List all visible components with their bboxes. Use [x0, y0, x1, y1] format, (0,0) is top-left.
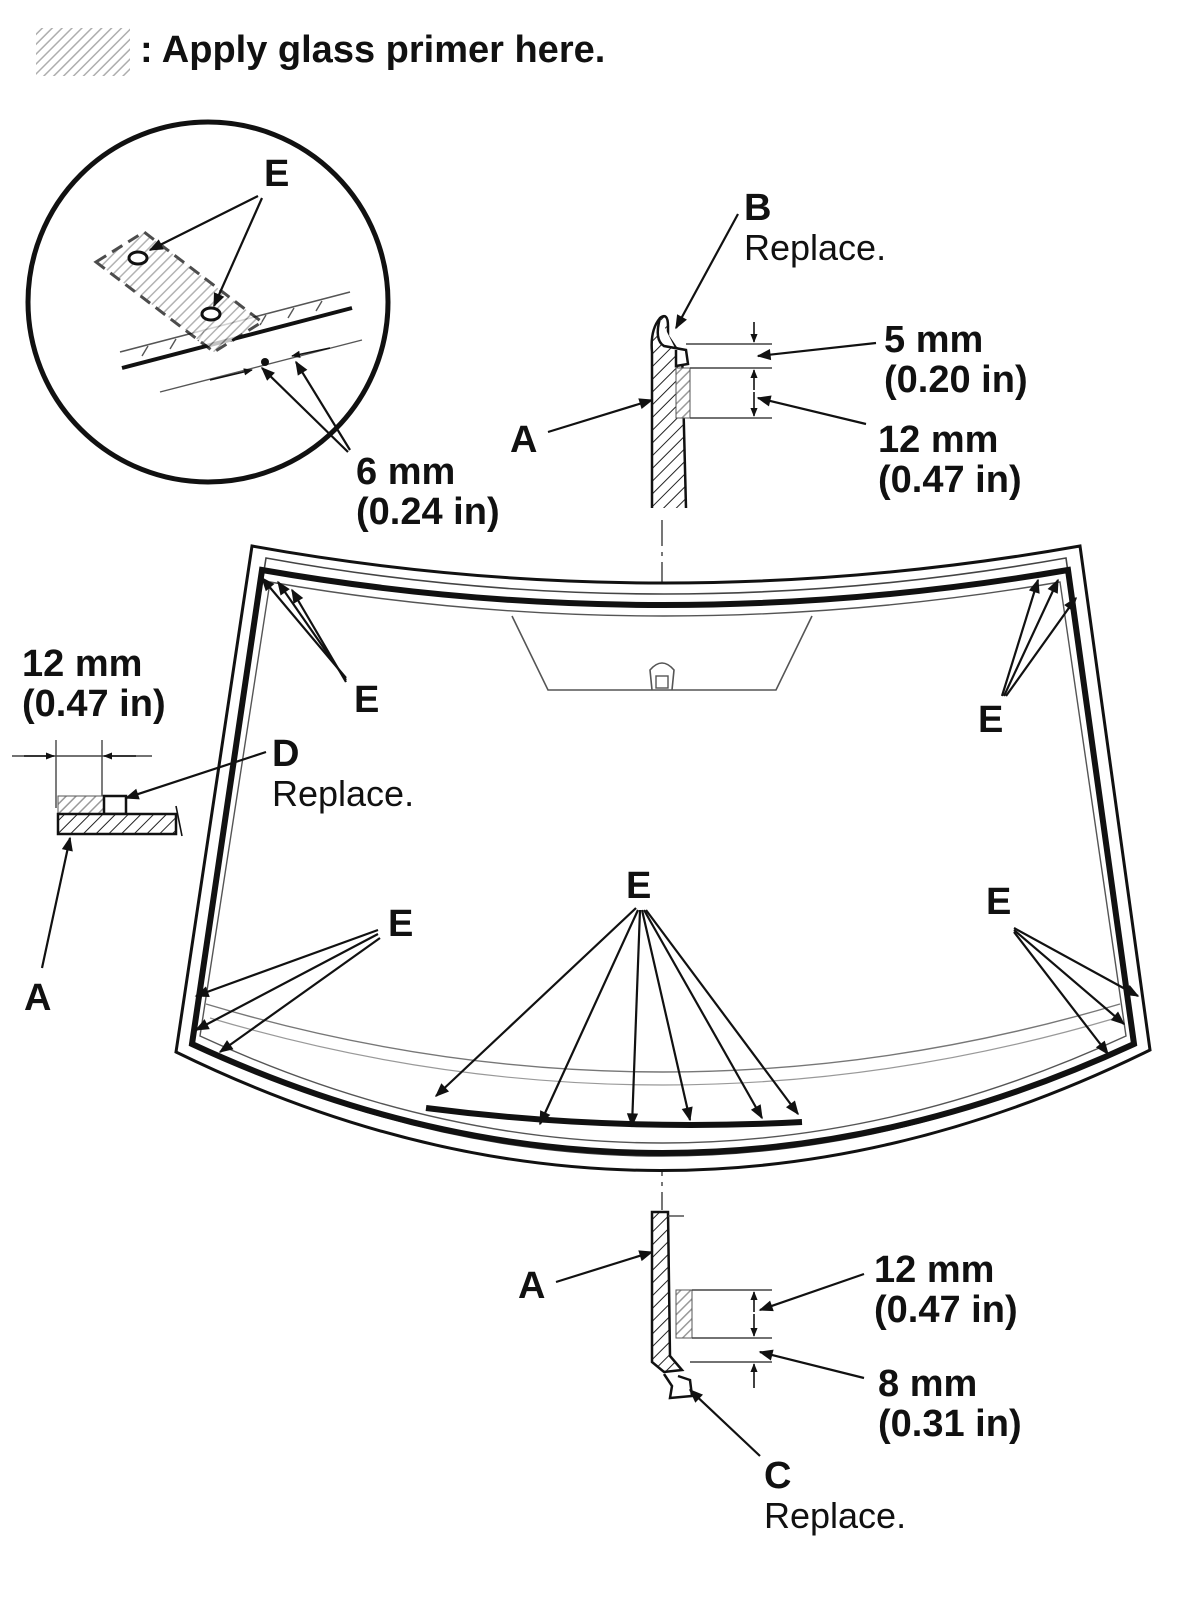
bottom-section-detail — [555, 1210, 865, 1457]
label-b: B — [744, 187, 771, 229]
side-section-detail — [12, 740, 267, 969]
dim-12mm-side: 12 mm — [22, 643, 142, 685]
dim-6mm: 6 mm — [356, 451, 455, 493]
label-d: D — [272, 733, 299, 775]
dim-8mm: 8 mm — [878, 1363, 977, 1405]
label-e-top-right: E — [978, 699, 1003, 741]
label-b-replace: Replace. — [744, 227, 886, 268]
label-a-bottom: A — [518, 1265, 545, 1307]
dim-12mm-side-in: (0.47 in) — [22, 683, 166, 725]
label-a-top: A — [510, 419, 537, 461]
label-c: C — [764, 1455, 791, 1497]
windshield — [174, 544, 1152, 1172]
dim-8mm-in: (0.31 in) — [878, 1403, 1022, 1445]
label-e-bottom: E — [626, 865, 651, 907]
label-e-top-left: E — [354, 679, 379, 721]
legend-text: : Apply glass primer here. — [140, 29, 605, 71]
label-c-replace: Replace. — [764, 1495, 906, 1536]
dim-12mm-bottom-in: (0.47 in) — [874, 1289, 1018, 1331]
legend: : Apply glass primer here. — [36, 28, 605, 76]
dim-5mm: 5 mm — [884, 319, 983, 361]
label-e-right: E — [986, 881, 1011, 923]
dim-12mm-top: 12 mm — [878, 419, 998, 461]
dim-5mm-in: (0.20 in) — [884, 359, 1028, 401]
dim-12mm-bottom: 12 mm — [874, 1249, 994, 1291]
top-section-detail — [547, 213, 877, 509]
label-a-side: A — [24, 977, 51, 1019]
dim-12mm-top-in: (0.47 in) — [878, 459, 1022, 501]
label-d-replace: Replace. — [272, 773, 414, 814]
label-e-left: E — [388, 903, 413, 945]
label-e-detail: E — [264, 153, 289, 195]
primer-hatch-swatch — [36, 28, 130, 76]
dim-6mm-in: (0.24 in) — [356, 491, 500, 533]
detail-circle: E — [25, 119, 391, 485]
